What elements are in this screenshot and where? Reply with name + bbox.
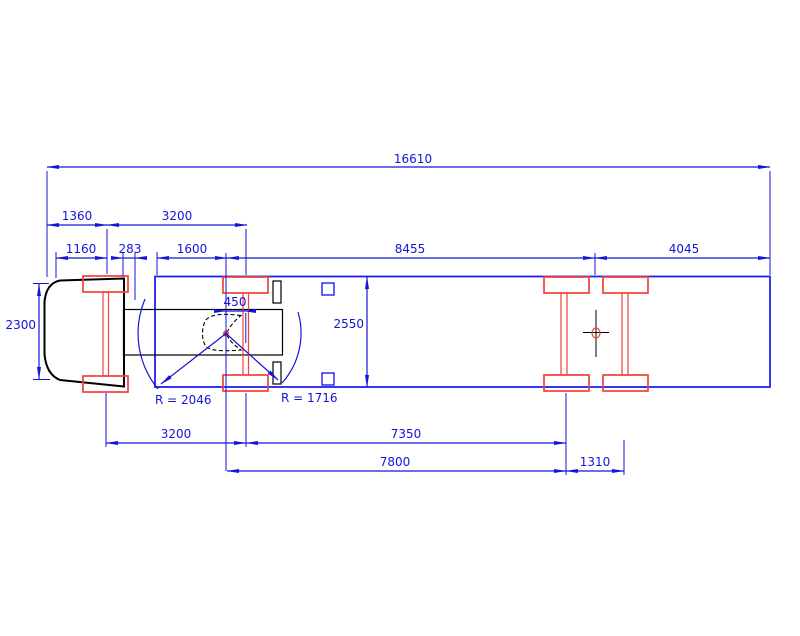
rear-radius-leader bbox=[225, 333, 279, 381]
rear-axle-wheel-top bbox=[222, 276, 269, 294]
rear-axle-wheel-bottom bbox=[222, 374, 269, 392]
bogie-axle2-wheel-top bbox=[602, 276, 649, 294]
dim-text-cab-front-to-axle: 1160 bbox=[66, 242, 97, 256]
dim-text-cab-clearance: 283 bbox=[119, 242, 142, 256]
rear-fender-top bbox=[272, 280, 282, 304]
front-axle-beam bbox=[102, 291, 110, 377]
bogie-axle1-wheel-top bbox=[543, 276, 590, 294]
dim-text-front-swing-radius: R = 2046 bbox=[155, 393, 212, 407]
dim-text-kingpin-to-bogie-center: 8455 bbox=[395, 242, 426, 256]
dim-text-bogie-spread: 1310 bbox=[580, 455, 611, 469]
bogie-center-circle bbox=[591, 327, 601, 339]
dim-text-body-width: 2550 bbox=[333, 317, 364, 331]
bogie-axle2-wheel-bottom bbox=[602, 374, 649, 392]
chassis-frame-outline bbox=[122, 308, 284, 356]
dim-text-axle-to-bogie: 7350 bbox=[391, 427, 422, 441]
front-radius-leader bbox=[160, 333, 227, 385]
body-front-post-bottom bbox=[321, 372, 335, 386]
bogie-axle1-beam bbox=[560, 292, 568, 376]
dim-text-wheelbase-bottom: 3200 bbox=[161, 427, 192, 441]
dim-text-rear-swing-radius: R = 1716 bbox=[281, 391, 338, 405]
dim-text-kingpin-offset: 450 bbox=[224, 295, 247, 309]
trailer-body-outline bbox=[154, 275, 771, 388]
rear-fender-bottom bbox=[272, 361, 282, 385]
bogie-axle2-beam bbox=[621, 292, 629, 376]
truck-cab-outline bbox=[43, 277, 125, 388]
fifth-wheel-plate bbox=[201, 313, 243, 352]
dim-text-cab-width: 2300 bbox=[5, 318, 36, 332]
dim-text-wheelbase-top: 3200 bbox=[162, 209, 193, 223]
dim-text-kingpin-to-bogie-axle1: 7800 bbox=[380, 455, 411, 469]
bogie-axle1-wheel-bottom bbox=[543, 374, 590, 392]
rear-axle-beam bbox=[242, 292, 250, 376]
dim-text-overall-length: 16610 bbox=[394, 152, 432, 166]
rear-swing-arc bbox=[281, 311, 302, 384]
dim-text-front-overhang: 1360 bbox=[62, 209, 93, 223]
body-front-post-top bbox=[321, 282, 335, 296]
dim-text-rear-overhang: 4045 bbox=[669, 242, 700, 256]
front-swing-arc bbox=[137, 298, 159, 390]
dim-text-body-front-to-kingpin: 1600 bbox=[177, 242, 208, 256]
